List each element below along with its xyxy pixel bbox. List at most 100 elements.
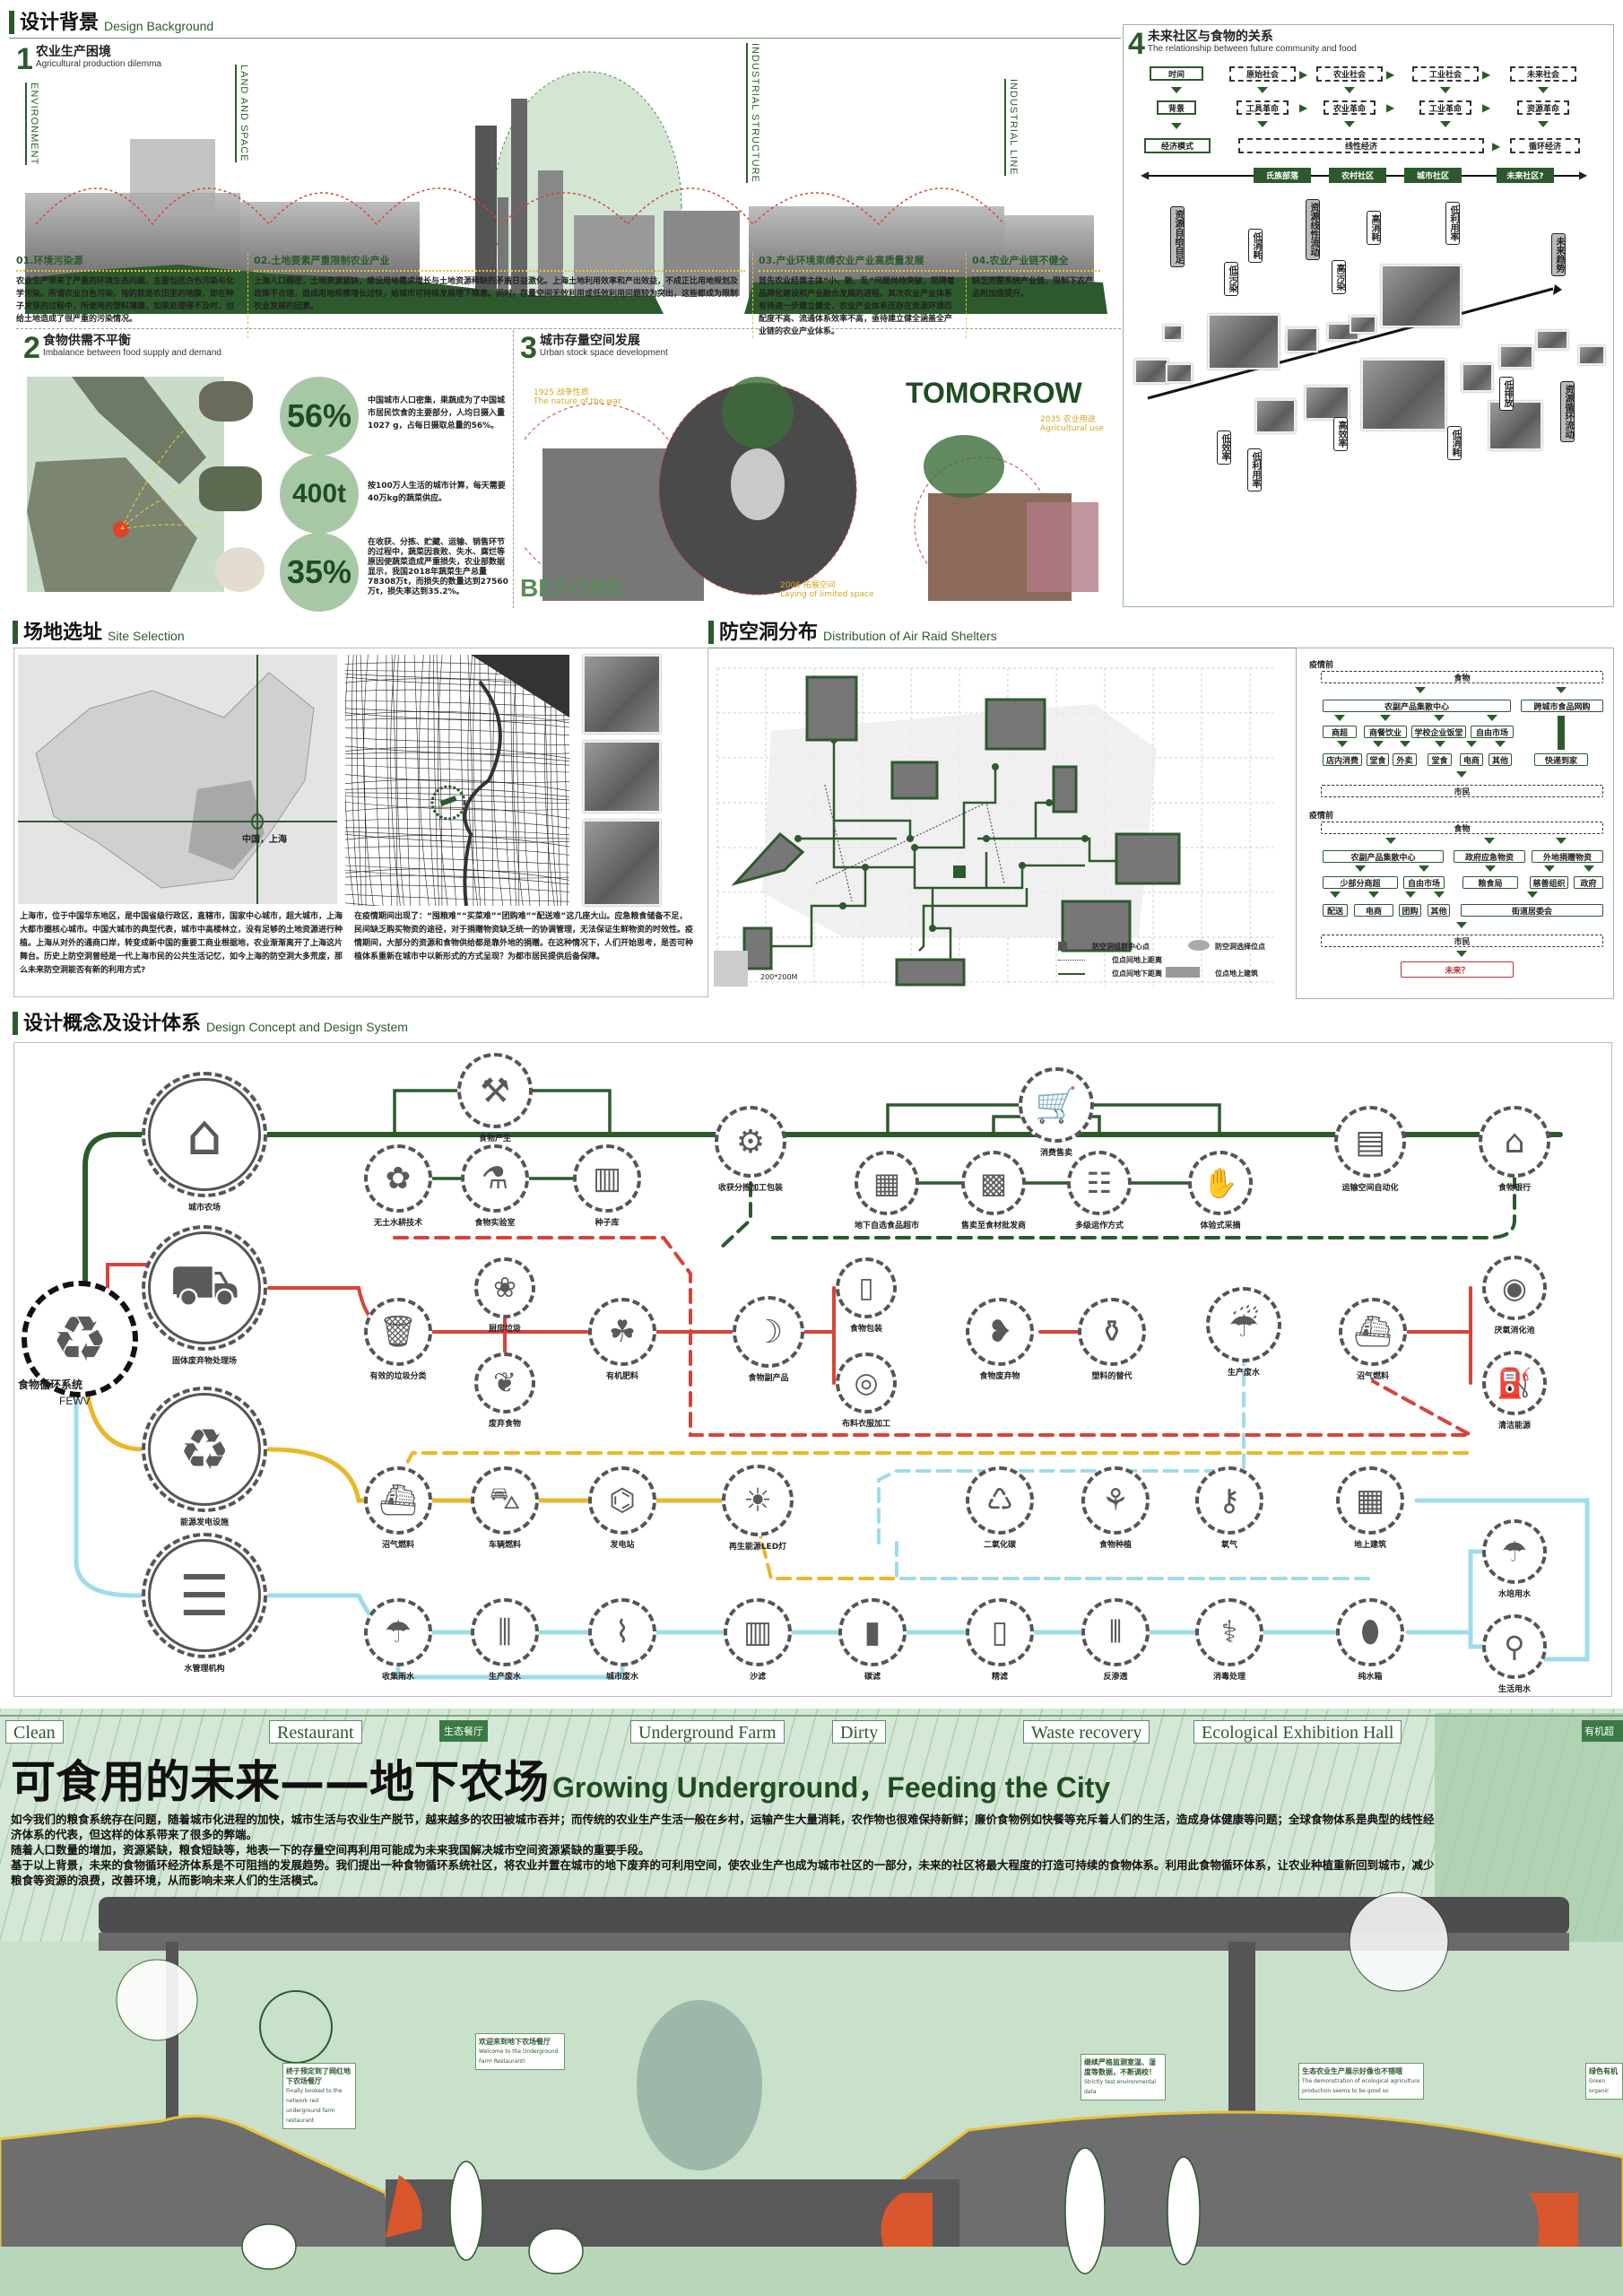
- concept-node: ▩: [961, 1151, 1026, 1215]
- package-icon: ▯: [842, 1264, 890, 1312]
- shanghai-satellite-map: [27, 377, 224, 592]
- photo-field: [130, 139, 215, 211]
- express-box: 快递到家: [1534, 753, 1588, 766]
- node-label: 纯水箱: [1358, 1673, 1383, 1682]
- tunnel-light: [731, 448, 785, 520]
- panel-food-flow: [1296, 648, 1614, 999]
- attribute-tag: 高污染: [1332, 260, 1346, 294]
- citizen-box: 市民: [1321, 935, 1603, 947]
- stat-text: 在收获、分拣、贮藏、运输、销售环节的过程中，蔬菜因衰败、失水、腐烂等原因使蔬菜造…: [368, 538, 508, 596]
- node-label: 运输空间自动化: [1341, 1184, 1399, 1193]
- source-box: 外地捐赠物资: [1532, 850, 1603, 863]
- disinfect-icon: ⚕: [1202, 1605, 1257, 1660]
- note-en: The nature of the war: [534, 397, 621, 406]
- shanghai-land: [27, 457, 197, 592]
- trash-bin-icon: 🗑: [370, 1304, 426, 1360]
- down-arrow-icon: [1434, 741, 1445, 747]
- factory-icon: ⌬: [595, 1473, 650, 1528]
- building-block: [664, 211, 740, 296]
- node-label: 体验式采摘: [1200, 1222, 1241, 1231]
- seed-bank-icon: ▥: [579, 1151, 635, 1206]
- concept-node: ⛴: [364, 1466, 432, 1535]
- zone-tag-clean: Clean: [5, 1720, 64, 1744]
- divider: [16, 328, 1121, 329]
- history-photo: [1381, 265, 1462, 327]
- phase-label: 疫情前: [1309, 812, 1334, 821]
- fabric-roll-icon: ◎: [842, 1359, 890, 1407]
- node-label: 收集雨水: [381, 1673, 415, 1682]
- history-photo: [1361, 359, 1446, 430]
- intro-paragraph: 随着人口数量的增加，资源紧缺，粮食短缺等，地表一下的存量空间再利用可能成为未来我…: [11, 1843, 650, 1857]
- vertical-label-line: INDUSTRIAL LINE: [1004, 79, 1019, 176]
- item-text: 农业生产带来了严重的环境生态问题，主要包括白色污染与化学污染。所谓农业白色污染，…: [16, 277, 235, 324]
- picking-icon: ✋: [1194, 1157, 1246, 1209]
- concept-node: ☘: [588, 1298, 656, 1366]
- right-arrow-icon: ▶: [1482, 68, 1491, 81]
- shelter-site-dot: [992, 763, 999, 770]
- end-box: 团购: [1399, 904, 1421, 917]
- node-label: 收获分拣加工包装: [717, 1184, 784, 1193]
- attribute-tag: 低利用率: [1247, 448, 1262, 491]
- subsection-title-en: Imbalance between food supply and demand: [42, 348, 221, 358]
- section-title-site: 场地选址 Site Selection: [13, 621, 185, 644]
- history-photo: [1208, 314, 1280, 370]
- truck-load-image: [199, 466, 262, 511]
- beet-icon: ❥: [972, 1304, 1028, 1360]
- intro-paragraph: 基于以上背景，未来的食物循环经济体系是不可阻挡的发展趋势。我们提出一种食物循环系…: [11, 1858, 1435, 1887]
- underground-farm-section-render: [0, 1709, 1623, 2296]
- down-arrow-icon: [1543, 865, 1555, 872]
- node-label: 有机肥料: [605, 1372, 639, 1381]
- main-pipe: [99, 1897, 1569, 1935]
- sand-filter-icon: ▥: [730, 1605, 785, 1660]
- node-label: 精滤: [991, 1673, 1009, 1682]
- node-label: 食物产生: [478, 1135, 512, 1144]
- before-label: BEFORE: [520, 574, 625, 602]
- shanghai-road-map: [345, 655, 569, 906]
- down-arrow-icon: [1433, 891, 1445, 898]
- warehouse-icon: ⌂: [1485, 1112, 1544, 1171]
- node-label: 厨房垃圾: [488, 1325, 522, 1334]
- main-title-en: Growing Underground，Feeding the City: [552, 1771, 1111, 1804]
- society-box: 工业社会: [1412, 66, 1479, 82]
- concept-node: ▥: [724, 1598, 792, 1666]
- building-block: [574, 215, 655, 296]
- speech-bubble: 继续严格监测室温、湿度等数据，不断调校！Strictly test enviro…: [1081, 2054, 1166, 2100]
- revolution-box: 资源革命: [1517, 100, 1569, 115]
- attribute-tag: 低利用率: [1445, 202, 1460, 245]
- site-text-1: 上海市，位于中国华东地区，是中国省级行政区，直辖市，国家中心城市，超大城市，上海…: [20, 912, 343, 975]
- orange-accent: [1529, 2193, 1578, 2247]
- history-photo: [1350, 316, 1376, 334]
- economy-linear: 线性经济: [1238, 138, 1484, 153]
- urban-space-collage: [525, 377, 1098, 601]
- concept-node: ♺: [966, 1466, 1034, 1535]
- note-en: Laying of limited space: [780, 590, 874, 599]
- concept-node: ☀: [722, 1465, 794, 1536]
- scale-label: 200*200M: [760, 973, 798, 981]
- bubble-en: Welcome to the Underground Farm Restaura…: [479, 2048, 559, 2065]
- concept-node: ⬮: [1336, 1598, 1404, 1666]
- building-tower: [475, 126, 497, 296]
- history-photo: [1163, 325, 1183, 341]
- concept-node: ⫼: [471, 1598, 539, 1666]
- end-box: 电商: [1460, 753, 1483, 766]
- node-label: 种子库: [595, 1219, 620, 1228]
- subsection-title-en: Urban stock space development: [539, 348, 668, 358]
- end-box: 其他: [1488, 753, 1512, 766]
- divider: [0, 1715, 1623, 1717]
- legend-site-swatch: [1188, 940, 1210, 951]
- down-arrow-icon: [1404, 891, 1416, 898]
- site-text-2: 在疫情期间出现了：“囤粮难”“买菜难”“团购难”“配送难”这几座大山。应急粮食储…: [354, 912, 694, 961]
- down-arrow-icon: [1556, 687, 1567, 693]
- down-arrow-icon: [1368, 891, 1379, 898]
- car-icon: ⛍: [477, 1473, 533, 1528]
- right-arrow-icon: ▶: [1299, 101, 1308, 114]
- zone-tag-eco-restaurant: 生态餐厅: [439, 1720, 488, 1742]
- section-title-en: Distribution of Air Raid Shelters: [823, 629, 997, 643]
- concept-node: ▯: [836, 1257, 897, 1318]
- photo-collage-strip: [25, 71, 1107, 314]
- concept-node: ◉: [1482, 1256, 1547, 1320]
- concept-node: ▮: [838, 1598, 907, 1666]
- down-arrow-icon: [1538, 121, 1549, 127]
